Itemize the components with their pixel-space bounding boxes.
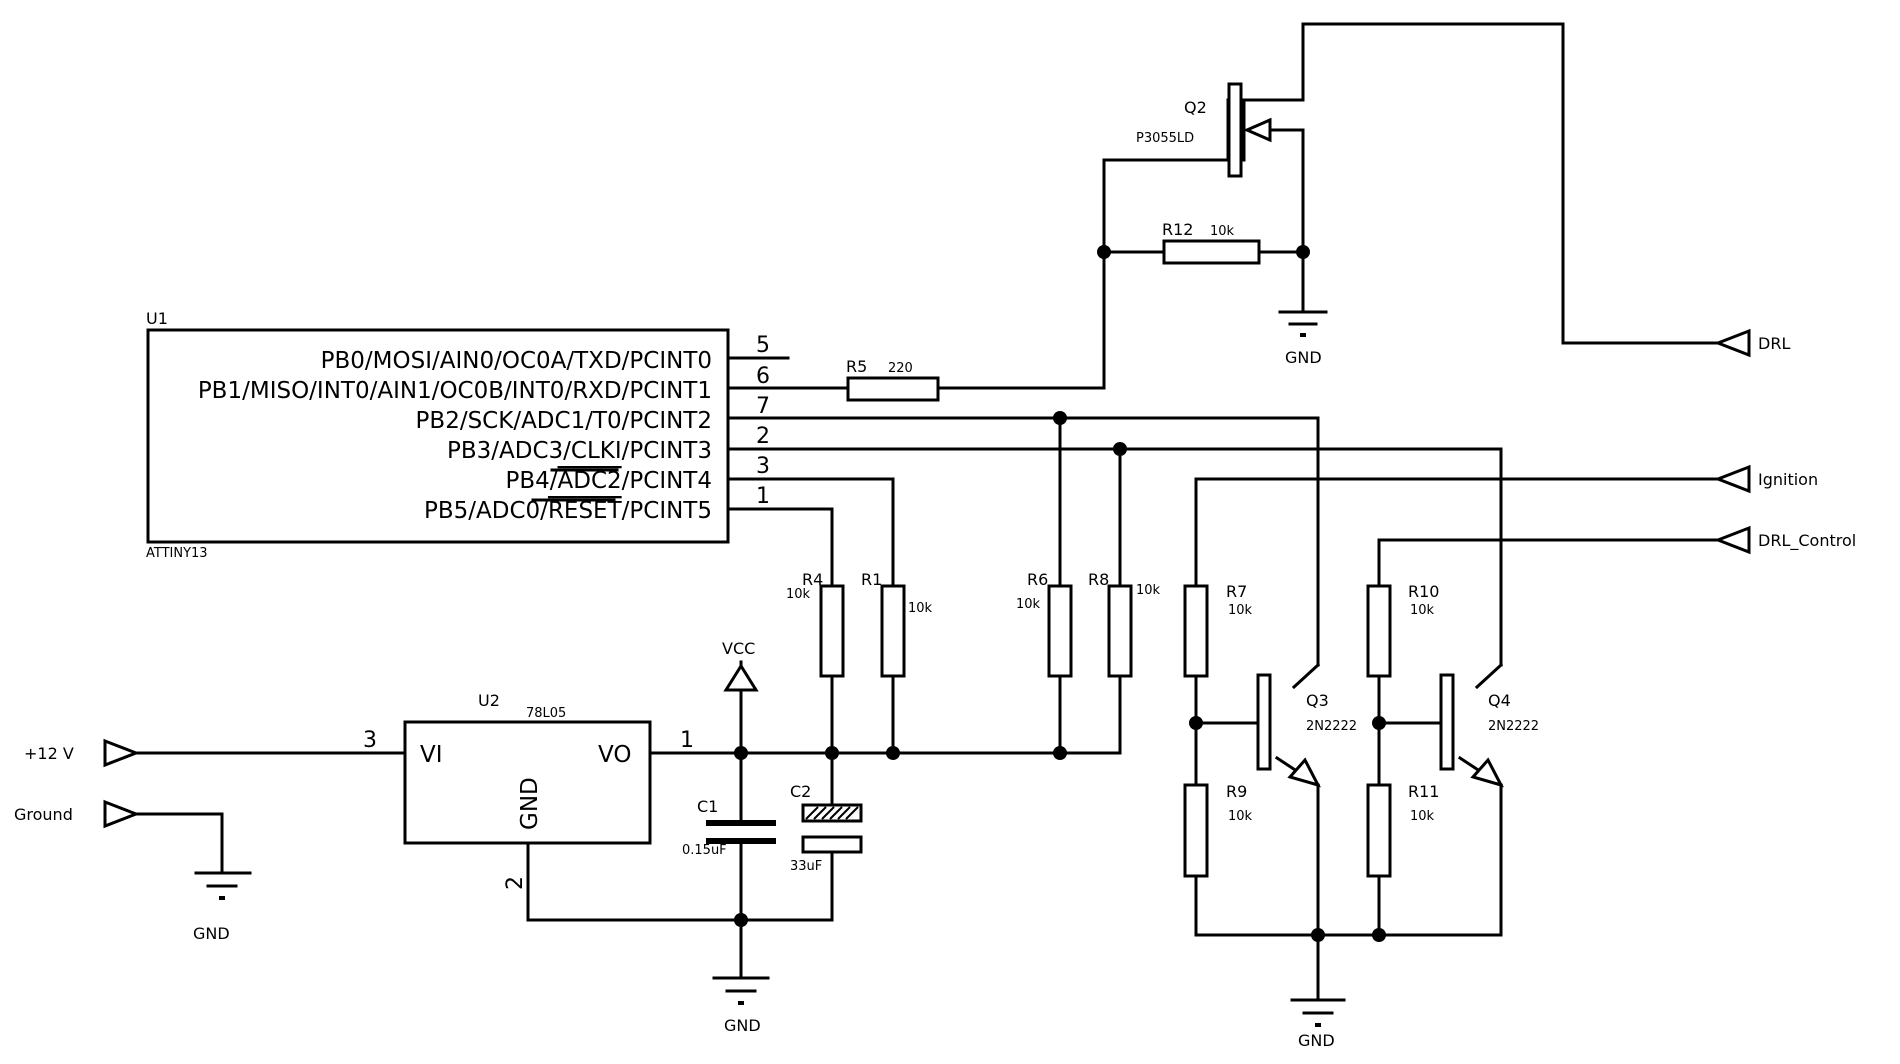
- u1-pin-pb2: PB2/SCK/ADC1/T0/PCINT2: [416, 408, 712, 434]
- r6-ref: R6: [1027, 570, 1048, 589]
- junctions: [734, 245, 1386, 942]
- resistor-r4: R4 10k: [786, 570, 845, 678]
- u2-vo: VO: [598, 742, 631, 768]
- u2-part: 78L05: [526, 706, 566, 721]
- r5-ref: R5: [846, 357, 867, 376]
- u1-pinnum-3: 3: [756, 454, 770, 479]
- u1-pin-pb0: PB0/MOSI/AIN0/OC0A/TXD/PCINT0: [321, 348, 712, 374]
- r4-ref: R4: [802, 570, 823, 589]
- port-drl-control: DRL_Control: [1713, 525, 1856, 555]
- capacitor-c2: C2 33uF: [790, 782, 863, 874]
- r7-ref: R7: [1226, 582, 1247, 601]
- resistor-r10: R10 10k: [1366, 582, 1439, 678]
- u1-pin-pb5: PB5/ADC0/RESET/PCINT5: [424, 498, 712, 524]
- gnd-label-transistors: GND: [1298, 1031, 1335, 1050]
- gnd-symbol-transistors: GND: [1290, 998, 1346, 1050]
- port-12v: +12 V: [24, 738, 141, 768]
- resistor-r11: R11 10k: [1366, 782, 1439, 878]
- u1-pin-pb1: PB1/MISO/INT0/AIN1/OC0B/INT0/RXD/PCINT1: [198, 378, 712, 404]
- vcc-label: VCC: [722, 639, 755, 658]
- u1-part: ATTINY13: [146, 546, 208, 561]
- port-ground: Ground: [14, 799, 141, 829]
- r5-value: 220: [888, 361, 913, 376]
- u1-pinnum-6: 6: [756, 364, 770, 389]
- r11-ref: R11: [1408, 782, 1439, 801]
- vcc-symbol: VCC: [722, 639, 759, 692]
- port-drl-label: DRL: [1758, 334, 1790, 353]
- r12-ref: R12: [1162, 220, 1193, 239]
- r4-value: 10k: [786, 587, 811, 602]
- q4-ref: Q4: [1488, 691, 1511, 710]
- c2-value: 33uF: [790, 859, 822, 874]
- port-drl-control-label: DRL_Control: [1758, 531, 1856, 551]
- gnd-label-ground-port: GND: [193, 924, 230, 943]
- u2-ref: U2: [478, 691, 500, 710]
- resistor-r5: R5 220: [846, 357, 940, 402]
- u2-pin-gnd: 2: [503, 876, 528, 890]
- resistor-r1: R1 10k: [861, 570, 933, 678]
- q3-ref: Q3: [1306, 691, 1329, 710]
- u1-pinnum-1: 1: [756, 484, 770, 509]
- port-drl: DRL: [1713, 328, 1790, 358]
- u1-pin-pb3: PB3/ADC3/CLKI/PCINT3: [447, 438, 712, 464]
- q2-ref: Q2: [1184, 98, 1207, 117]
- gnd-symbol-q2: GND: [1278, 310, 1328, 367]
- resistor-r9: R9 10k: [1183, 782, 1253, 878]
- mosfet-q2: Q2 P3055LD: [1136, 82, 1272, 178]
- resistor-r6: R6 10k: [1016, 570, 1073, 678]
- r10-ref: R10: [1408, 582, 1439, 601]
- r11-value: 10k: [1410, 809, 1435, 824]
- c1-ref: C1: [697, 797, 718, 816]
- r1-ref: R1: [861, 570, 882, 589]
- port-12v-label: +12 V: [24, 744, 74, 763]
- u2-gnd: GND: [517, 777, 543, 830]
- q4-part: 2N2222: [1488, 719, 1539, 734]
- r7-value: 10k: [1228, 603, 1253, 618]
- r9-ref: R9: [1226, 782, 1247, 801]
- u1-pinnum-7: 7: [756, 394, 770, 419]
- r8-value: 10k: [1136, 583, 1161, 598]
- r9-value: 10k: [1228, 809, 1253, 824]
- u2-pin-out: 1: [680, 728, 694, 753]
- u1-ref: U1: [146, 309, 168, 328]
- c1-value: 0.15uF: [682, 843, 727, 858]
- transistor-q3: Q3 2N2222: [1256, 673, 1357, 788]
- u1-pinnum-5: 5: [756, 333, 770, 358]
- u1-pin-pb4: PB4/ADC2/PCINT4: [505, 468, 712, 494]
- gnd-label-q2: GND: [1285, 348, 1322, 367]
- capacitor-c1: C1 0.15uF: [682, 797, 776, 858]
- r1-value: 10k: [908, 601, 933, 616]
- c2-ref: C2: [790, 782, 811, 801]
- r8-ref: R8: [1088, 570, 1109, 589]
- u2-pin-in: 3: [363, 728, 377, 753]
- gnd-symbol-ground-port: GND: [193, 871, 252, 943]
- q2-part: P3055LD: [1136, 131, 1194, 146]
- resistor-r7: R7 10k: [1183, 582, 1253, 678]
- port-ignition: Ignition: [1713, 464, 1818, 494]
- resistor-r8: R8 10k: [1088, 570, 1161, 678]
- u1-pinnum-2: 2: [756, 424, 770, 449]
- q3-part: 2N2222: [1306, 719, 1357, 734]
- gnd-label-u2: GND: [724, 1016, 761, 1035]
- r10-value: 10k: [1410, 603, 1435, 618]
- r6-value: 10k: [1016, 597, 1041, 612]
- r12-value: 10k: [1210, 224, 1235, 239]
- gnd-symbol-u2: GND: [712, 976, 770, 1035]
- wires: [134, 22, 1720, 1002]
- u1-microcontroller: U1 ATTINY13 PB0/MOSI/AIN0/OC0A/TXD/PCINT…: [146, 309, 770, 561]
- port-ignition-label: Ignition: [1758, 470, 1818, 489]
- resistor-r12: R12 10k: [1162, 220, 1261, 265]
- transistor-q4: Q4 2N2222: [1439, 673, 1539, 788]
- u2-vi: VI: [420, 742, 443, 768]
- u2-regulator: U2 78L05 VI VO GND 3 1 2: [363, 691, 694, 890]
- port-ground-label: Ground: [14, 805, 73, 824]
